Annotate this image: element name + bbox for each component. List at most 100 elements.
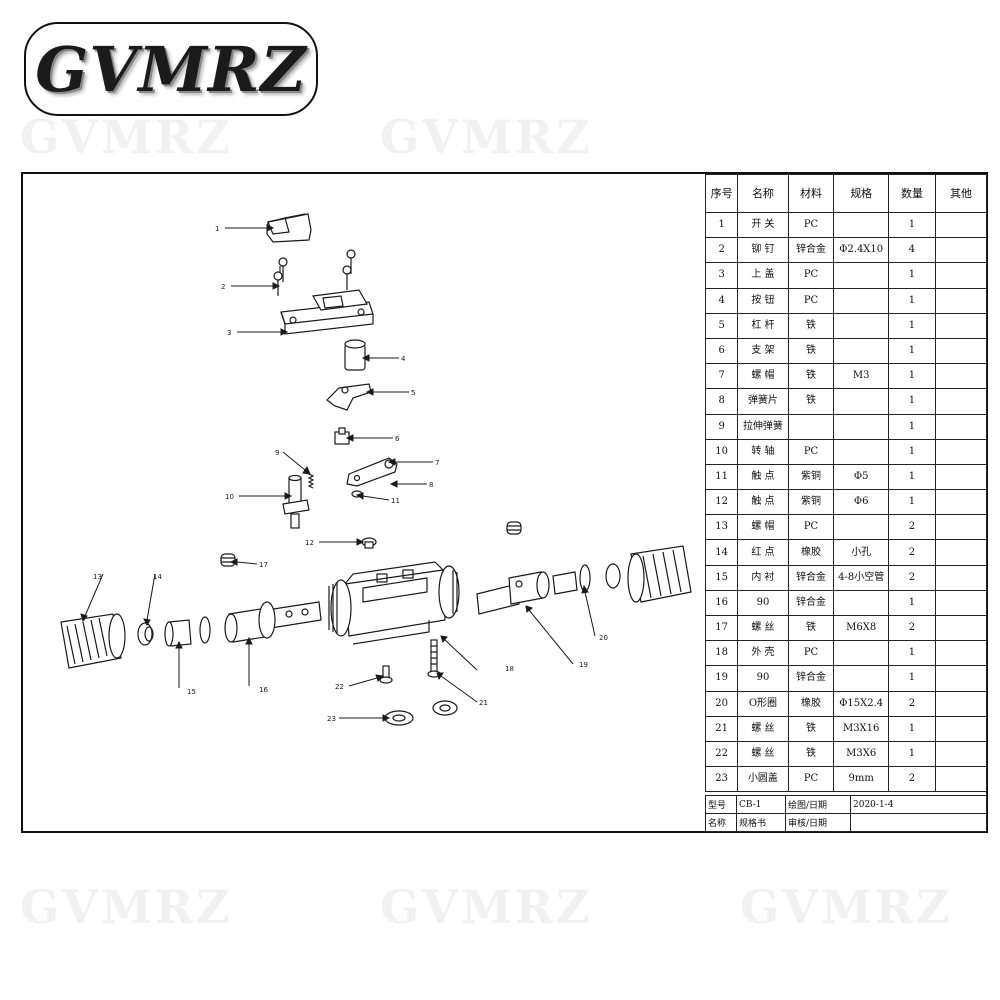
cell-no: 21 — [704, 715, 739, 742]
brand-logo-text: GVMRZ — [35, 32, 307, 106]
cell-qty: 4 — [887, 237, 937, 264]
cell-material: 紫铜 — [787, 463, 835, 491]
part-shaft — [282, 474, 310, 529]
cell-name: 螺 丝 — [737, 614, 789, 642]
cell-name: 铆 钉 — [737, 237, 789, 264]
cell-qty: 1 — [887, 665, 937, 692]
cell-other — [935, 514, 987, 541]
cell-spec: M3 — [833, 363, 889, 390]
watermark: GVMRZ — [20, 110, 233, 164]
cell-material: 锌合金 — [787, 237, 835, 264]
cell-qty: 1 — [887, 363, 937, 390]
cell-other — [935, 489, 987, 516]
cell-qty: 1 — [887, 287, 937, 314]
part-button — [344, 339, 366, 371]
cell-material: 紫铜 — [787, 489, 835, 516]
cell-spec: M3X6 — [833, 740, 889, 768]
header-material: 材料 — [787, 174, 835, 213]
cell-spec — [833, 640, 889, 667]
callout-7: 7 — [435, 459, 439, 467]
cell-other — [935, 337, 987, 365]
cell-spec — [833, 337, 889, 365]
cell-qty: 1 — [887, 715, 937, 742]
cell-material: 铁 — [787, 715, 835, 742]
cell-material: 锌合金 — [787, 665, 835, 692]
cell-qty: 1 — [887, 589, 937, 617]
cell-other — [935, 438, 987, 465]
watermark: GVMRZ — [740, 880, 953, 934]
cell-other — [935, 312, 987, 339]
callout-14: 14 — [153, 573, 162, 581]
cell-other — [935, 766, 987, 793]
cell-other — [935, 690, 987, 717]
callout-19: 19 — [579, 661, 588, 669]
cell-spec: Φ2.4X10 — [833, 237, 889, 264]
watermark: GVMRZ — [380, 880, 593, 934]
cell-material: PC — [787, 514, 835, 541]
cell-name: 拉伸弹簧 — [737, 413, 789, 440]
cell-spec: Φ15X2.4 — [833, 690, 889, 717]
cell-material: PC — [787, 640, 835, 667]
title-block: 型号 CB-1 绘图/日期 2020-1-4 名称 规格书 审核/日期 — [705, 795, 987, 832]
name-value: 规格书 — [736, 813, 786, 832]
cell-material: 铁 — [787, 363, 835, 390]
brand-logo: GVMRZ — [24, 22, 318, 116]
cell-other — [935, 237, 987, 264]
cell-qty: 2 — [887, 539, 937, 566]
cell-spec — [833, 438, 889, 465]
cell-name: 小圆盖 — [737, 766, 789, 793]
callout-13: 13 — [93, 573, 102, 581]
cell-no: 8 — [704, 388, 739, 415]
header-other: 其他 — [935, 174, 987, 213]
cell-material: PC — [787, 262, 835, 289]
cell-spec — [833, 312, 889, 339]
watermark: GVMRZ — [20, 880, 233, 934]
cell-qty: 2 — [887, 514, 937, 541]
part-bracket — [334, 427, 350, 445]
cell-material: 铁 — [787, 312, 835, 339]
header-qty: 数量 — [887, 174, 937, 213]
cell-spec: Φ6 — [833, 489, 889, 516]
cell-no: 7 — [704, 363, 739, 390]
cell-other — [935, 413, 987, 440]
part-spring — [307, 473, 315, 489]
cell-other — [935, 740, 987, 768]
model-value: CB-1 — [736, 795, 786, 814]
cell-spec — [833, 388, 889, 415]
cell-qty: 1 — [887, 640, 937, 667]
cell-no: 11 — [704, 463, 739, 491]
cell-no: 1 — [704, 211, 739, 239]
cell-no: 12 — [704, 489, 739, 516]
title-block-row: 型号 CB-1 绘图/日期 2020-1-4 — [705, 795, 987, 814]
callout-18: 18 — [505, 665, 514, 673]
cell-spec: 9mm — [833, 766, 889, 793]
drawn-value: 2020-1-4 — [850, 795, 987, 814]
cell-material: 橡胶 — [787, 690, 835, 717]
table-header-row: 序号 名称 材料 规格 数量 其他 — [704, 174, 987, 213]
cell-no: 10 — [704, 438, 739, 465]
cell-qty: 1 — [887, 740, 937, 768]
name-label: 名称 — [705, 813, 737, 832]
cell-spec — [833, 589, 889, 617]
callout-10: 10 — [225, 493, 234, 501]
cell-qty: 1 — [887, 438, 937, 465]
cell-material: PC — [787, 438, 835, 465]
cell-name: 螺 帽 — [737, 514, 789, 541]
cell-spec: M6X8 — [833, 614, 889, 642]
cell-material: 铁 — [787, 337, 835, 365]
cell-other — [935, 463, 987, 491]
review-value — [850, 813, 987, 832]
